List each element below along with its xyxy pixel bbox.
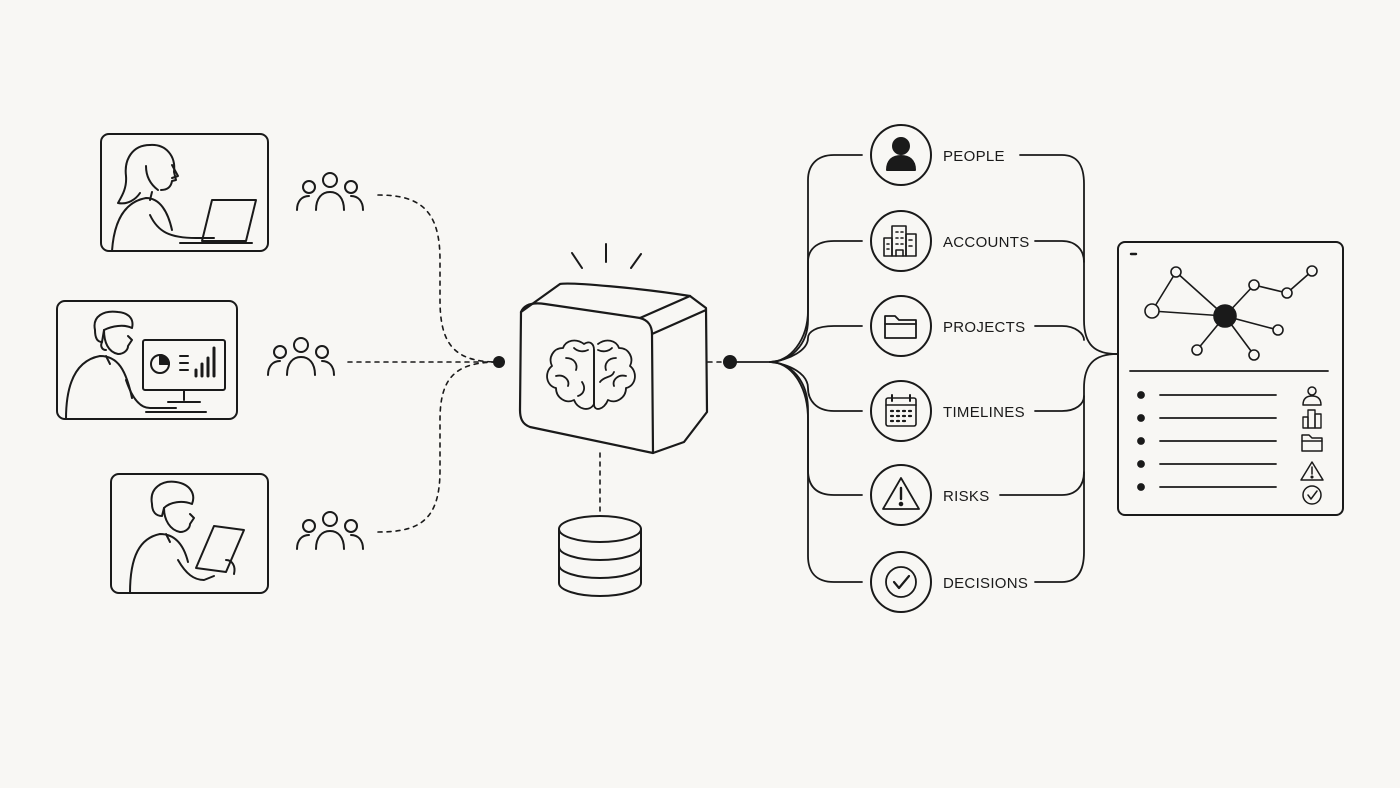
building-icon — [883, 225, 917, 257]
database-icon — [558, 515, 642, 597]
category-label: PROJECTS — [943, 319, 1025, 336]
list-item — [1137, 483, 1322, 505]
building-icon — [1302, 409, 1322, 429]
folder-icon — [884, 315, 917, 339]
team-icon — [296, 511, 364, 550]
category-label: TIMELINES — [943, 404, 1025, 421]
category-projects: PROJECTS — [870, 295, 1025, 357]
category-timelines: TIMELINES — [870, 380, 1025, 442]
team-icon — [296, 172, 364, 211]
warning-icon — [1300, 461, 1324, 481]
team-icon — [267, 337, 335, 376]
input-junction-node — [493, 356, 505, 368]
output-panel — [1117, 241, 1344, 516]
input-connectors — [347, 194, 499, 533]
list-item — [1137, 409, 1322, 429]
input-panel-woman-laptop — [100, 133, 269, 252]
category-people: PEOPLE — [870, 124, 1005, 186]
calendar-icon — [885, 394, 917, 427]
brain-processor-cube — [518, 243, 709, 455]
person-icon — [886, 137, 916, 171]
check-icon — [885, 566, 917, 598]
person-icon — [1302, 386, 1322, 406]
category-risks: RISKS — [870, 464, 990, 526]
category-accounts: ACCOUNTS — [870, 210, 1030, 272]
category-label: PEOPLE — [943, 148, 1005, 165]
category-label: DECISIONS — [943, 575, 1028, 592]
network-graph-icon — [1144, 265, 1318, 361]
list-item — [1137, 460, 1324, 481]
input-panel-man-tablet — [110, 473, 269, 594]
input-panel-man-monitor — [56, 300, 238, 420]
category-label: RISKS — [943, 488, 990, 505]
category-decisions: DECISIONS — [870, 551, 1028, 613]
category-label: ACCOUNTS — [943, 234, 1030, 251]
folder-icon — [1301, 434, 1323, 452]
brain-icon — [546, 339, 636, 410]
output-list — [1137, 386, 1324, 505]
list-item — [1137, 386, 1322, 406]
list-item — [1137, 434, 1323, 452]
check-icon — [1302, 485, 1322, 505]
warning-icon — [882, 477, 920, 510]
category-fanin-lines — [999, 154, 1118, 583]
category-fanout-lines — [729, 154, 863, 583]
